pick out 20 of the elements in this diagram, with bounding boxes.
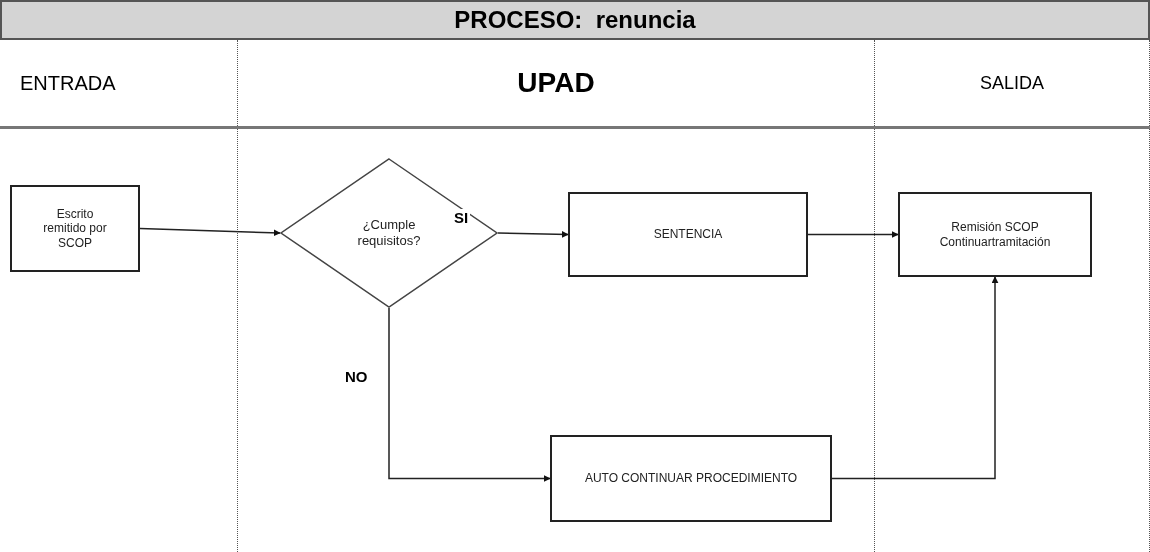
decision-diamond	[280, 158, 498, 308]
box-text: Remisión SCOP Continuartramitación	[938, 220, 1052, 249]
title-bar: PROCESO: renuncia	[0, 0, 1150, 40]
process-box	[568, 192, 808, 277]
arrow	[388, 307, 551, 482]
process-box	[898, 192, 1092, 277]
lane-header: SALIDA	[979, 71, 1045, 95]
arrow	[139, 227, 281, 237]
lane-header: ENTRADA	[20, 70, 116, 96]
box-text: Escrito remitido por SCOP	[42, 206, 108, 251]
arrow	[497, 230, 569, 238]
arrow	[807, 231, 899, 238]
arrow	[831, 276, 999, 480]
lane-header: UPAD	[516, 66, 596, 100]
process-box	[10, 185, 140, 272]
box-text: AUTO CONTINUAR PROCEDIMIENTO	[583, 471, 799, 486]
process-box	[550, 435, 832, 522]
decision-text: ¿Cumple requisitos?	[356, 217, 422, 249]
edge-label: SI	[452, 208, 471, 226]
box-text: SENTENCIA	[652, 227, 724, 242]
